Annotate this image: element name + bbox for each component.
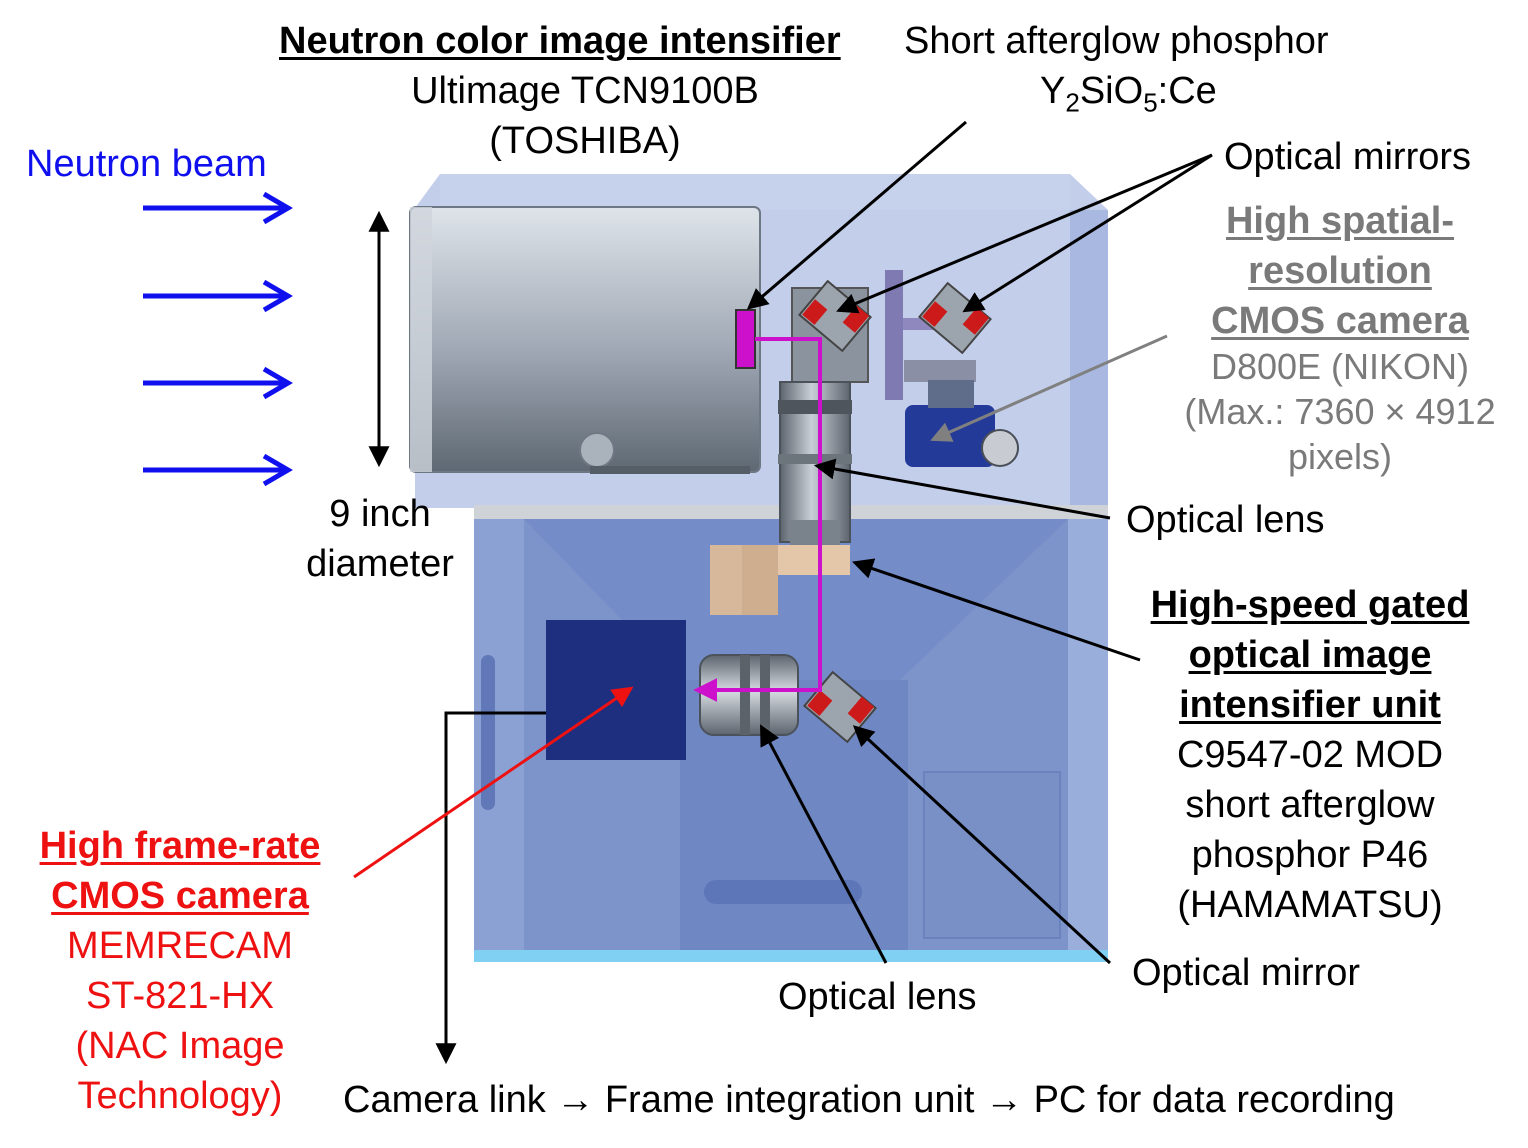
hfr-line-1: High frame-rate	[39, 825, 321, 867]
gated-detail-2: short afterglow	[1185, 784, 1435, 826]
image-intensifier-tube	[409, 206, 761, 474]
handle-slot	[704, 880, 862, 904]
hsr-line-3: CMOS camera	[1211, 300, 1469, 342]
enclosure-lower-right-panel	[1068, 519, 1108, 954]
gated-detail-1: C9547-02 MOD	[1176, 734, 1444, 776]
formula-sub-5: 5	[1143, 87, 1158, 118]
high-res-camera-title: High spatial- resolution CMOS camera	[1170, 196, 1510, 346]
hsr-line-2: resolution	[1248, 250, 1432, 292]
gated-line-3: intensifier unit	[1179, 684, 1441, 726]
optical-mirror-label: Optical mirror	[1132, 952, 1361, 994]
gated-detail-3: phosphor P46	[1191, 834, 1429, 876]
optical-lens-lower-label: Optical lens	[778, 976, 977, 1018]
diameter-label: 9 inch diameter	[290, 489, 470, 589]
nci-model: Ultimage TCN9100B	[411, 70, 759, 112]
red-pointer-arrow	[353, 686, 634, 879]
high-res-camera-details: D800E (NIKON) (Max.: 7360 × 4912 pixels)	[1170, 344, 1510, 479]
optical-lens-upper-label: Optical lens	[1126, 499, 1325, 541]
hsr-detail-2: (Max.: 7360 × 4912	[1184, 391, 1496, 432]
high-frame-rate-title: High frame-rate CMOS camera	[10, 821, 350, 921]
phosphor-title: Short afterglow phosphor	[904, 20, 1329, 62]
hsr-detail-1: D800E (NIKON)	[1210, 346, 1470, 387]
high-frame-rate-camera	[546, 620, 686, 760]
gated-unit-details: C9547-02 MOD short afterglow phosphor P4…	[1120, 730, 1500, 930]
diameter-line-1: 9 inch	[329, 493, 431, 535]
formula-ce: :Ce	[1157, 70, 1217, 112]
hfr-detail-3: (NAC Image	[75, 1025, 285, 1067]
hsr-detail-3: pixels)	[1287, 436, 1393, 477]
hfr-detail-2: ST-821-HX	[86, 975, 274, 1017]
hfr-detail-1: MEMRECAM	[67, 925, 293, 967]
hfr-line-2: CMOS camera	[51, 875, 309, 917]
gated-line-2: optical image	[1188, 634, 1432, 676]
connector	[579, 432, 615, 468]
pointer-arrows	[435, 120, 1213, 1065]
formula-y: Y	[1040, 70, 1066, 112]
neutron-beam-label: Neutron beam	[26, 143, 267, 185]
gated-unit-title: High-speed gated optical image intensifi…	[1120, 580, 1500, 730]
neutron-beam-arrows	[143, 191, 293, 487]
diameter-line-2: diameter	[306, 543, 454, 585]
nci-maker: (TOSHIBA)	[489, 120, 681, 162]
phosphor-formula: Y2SiO5:Ce	[1040, 66, 1217, 128]
base-plate	[590, 466, 750, 474]
nci-title: Neutron color image intensifier	[279, 20, 841, 62]
footer-data-chain: Camera link → Frame integration unit → P…	[343, 1079, 1395, 1121]
side-slot	[481, 655, 495, 810]
gated-intensifier	[710, 545, 850, 615]
hsr-line-1: High spatial-	[1225, 200, 1455, 242]
enclosure-upper-right	[1070, 210, 1108, 505]
gated-line-1: High-speed gated	[1150, 584, 1470, 626]
lower-lens	[699, 654, 799, 736]
enclosure-base	[474, 950, 1108, 962]
phosphor-screen	[735, 309, 756, 369]
optical-mirrors-label: Optical mirrors	[1224, 136, 1472, 178]
high-frame-rate-details: MEMRECAM ST-821-HX (NAC Image Technology…	[10, 921, 350, 1121]
enclosure-top-band	[440, 174, 1070, 210]
gray-pointer-arrow	[930, 334, 1168, 442]
formula-sub-2: 2	[1065, 87, 1080, 118]
gated-detail-4: (HAMAMATSU)	[1177, 884, 1443, 926]
light-path	[693, 337, 822, 702]
hfr-detail-4: Technology)	[77, 1075, 283, 1117]
formula-sio: SiO	[1079, 70, 1144, 112]
